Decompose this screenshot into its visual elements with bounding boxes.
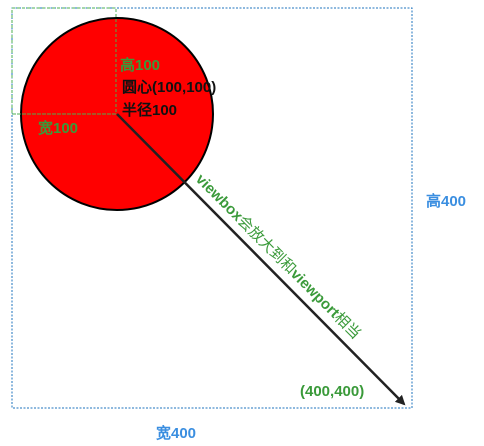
viewbox-width-label: 宽100 (37, 119, 78, 137)
viewbox-height-text: 高100 (120, 56, 160, 74)
circle-center-label: 圆心(100,100) (122, 79, 216, 96)
viewport-border (11, 7, 413, 409)
viewport-height-label: 高400 (426, 192, 466, 210)
scale-arrow (116, 113, 406, 406)
circle-radius-label: 半径100 (122, 101, 177, 119)
viewport-corner-label: (400,400) (300, 383, 364, 400)
arrow-caption: viewbox会放大到和viewport相当 (192, 171, 364, 343)
viewport-width-label: 宽400 (155, 424, 196, 442)
arrow-caption-mid: 会放大到和 (234, 213, 299, 278)
